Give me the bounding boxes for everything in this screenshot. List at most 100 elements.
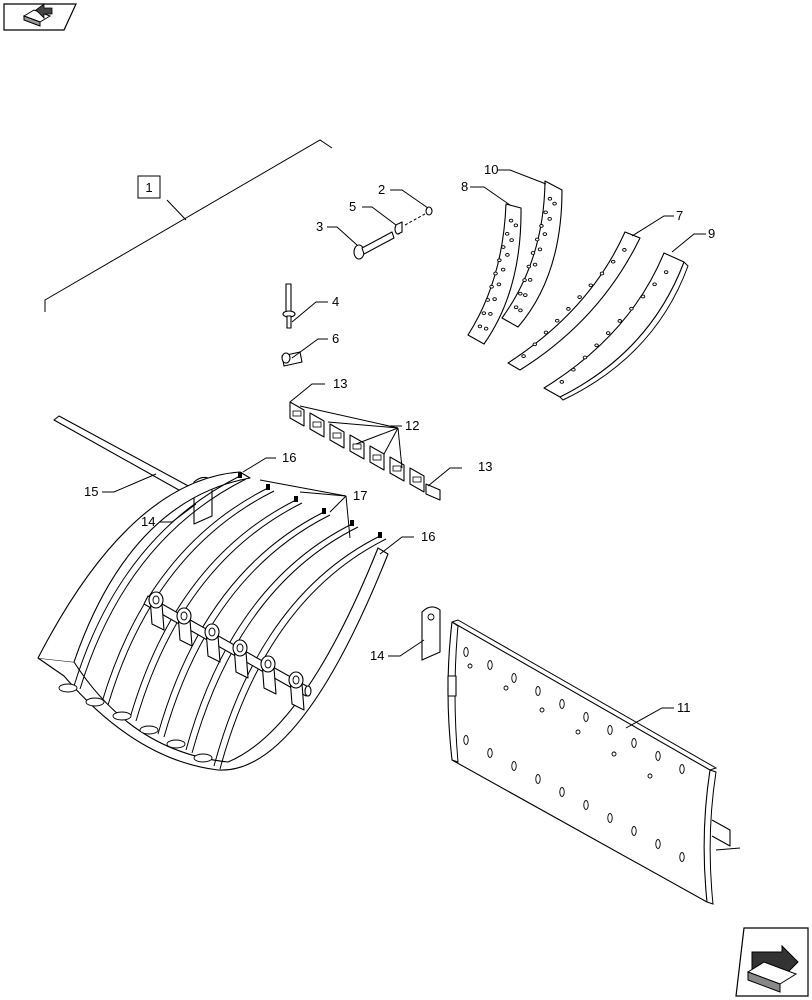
assembly-bracket bbox=[44, 139, 333, 312]
strip-hole bbox=[523, 293, 528, 297]
plate-hole bbox=[594, 343, 599, 348]
bolt-6 bbox=[281, 351, 303, 367]
plate-hole bbox=[566, 307, 571, 311]
concave-rib bbox=[101, 487, 269, 703]
rivet-4 bbox=[282, 283, 296, 329]
plate-hole bbox=[663, 270, 669, 274]
crank-bore bbox=[208, 627, 216, 637]
strip-hole bbox=[481, 311, 487, 316]
concave-rib-edge bbox=[107, 490, 275, 706]
callout-14-upper: 14 bbox=[141, 514, 155, 529]
strip-hole bbox=[530, 251, 536, 255]
strip-hole bbox=[509, 238, 514, 242]
plate-hole bbox=[532, 342, 538, 347]
grate-slot bbox=[166, 739, 186, 749]
strip-hole bbox=[508, 218, 514, 223]
panel-slot bbox=[631, 826, 637, 836]
panel-11 bbox=[447, 619, 741, 905]
plate-hole bbox=[588, 283, 594, 288]
rib-clip bbox=[322, 508, 326, 514]
panel-slot bbox=[511, 761, 517, 771]
panel-slot bbox=[535, 686, 541, 696]
shaft-end bbox=[304, 685, 312, 697]
callout-14-lower: 14 bbox=[370, 648, 384, 663]
panel-slot bbox=[679, 764, 685, 774]
plate-hole bbox=[605, 331, 611, 335]
strip-hole bbox=[489, 284, 494, 289]
callout-16-lower: 16 bbox=[421, 529, 435, 544]
flap-clip bbox=[292, 410, 302, 417]
callout-5: 5 bbox=[349, 199, 356, 214]
panel-slot bbox=[583, 712, 589, 722]
strip-hole bbox=[532, 262, 538, 267]
strip-10 bbox=[501, 180, 563, 328]
plate-hole bbox=[577, 295, 582, 299]
callout-12: 12 bbox=[405, 418, 419, 433]
strip-hole bbox=[547, 196, 553, 201]
crank-bore bbox=[264, 659, 272, 669]
plate-hole bbox=[622, 248, 627, 252]
callout-4: 4 bbox=[332, 294, 339, 309]
panel-slot bbox=[559, 787, 565, 797]
callout-13-lower: 13 bbox=[478, 459, 492, 474]
panel-slot bbox=[607, 813, 613, 823]
plate-hole bbox=[640, 294, 646, 299]
strip-hole bbox=[477, 324, 483, 329]
strip-hole bbox=[547, 217, 552, 221]
concave-rib bbox=[129, 499, 297, 719]
shaft-body bbox=[143, 595, 311, 697]
strip-hole bbox=[496, 282, 502, 287]
strip-hole bbox=[483, 326, 489, 331]
grate-slot bbox=[85, 697, 105, 707]
callout-8: 8 bbox=[461, 179, 468, 194]
rib-clip bbox=[238, 472, 242, 478]
strip-hole bbox=[537, 247, 543, 252]
panel-hole bbox=[647, 773, 653, 779]
flap-clip bbox=[312, 421, 322, 428]
crank-bore bbox=[292, 675, 300, 685]
crank-bore bbox=[180, 611, 188, 621]
strip-hole bbox=[492, 297, 497, 301]
concave-rib-edge bbox=[191, 526, 359, 754]
plate-9 bbox=[543, 252, 689, 401]
strip-hole bbox=[543, 210, 548, 215]
plate-hole bbox=[617, 319, 623, 323]
rib-clip bbox=[266, 484, 270, 490]
strip-hole bbox=[518, 308, 523, 313]
callout-1: 1 bbox=[137, 175, 161, 199]
panel-slot bbox=[463, 647, 469, 657]
strip-hole bbox=[534, 237, 540, 242]
concave-rib bbox=[73, 475, 241, 687]
next-page-tab[interactable] bbox=[735, 927, 809, 997]
panel-slot bbox=[583, 800, 589, 810]
panel-hole bbox=[611, 751, 617, 757]
flap-clip bbox=[372, 454, 382, 461]
plate-hole bbox=[629, 306, 634, 311]
plate-hole bbox=[652, 282, 657, 287]
strip-hole bbox=[500, 267, 506, 272]
panel-hole bbox=[503, 685, 509, 691]
panel-slot bbox=[511, 673, 517, 683]
concave-rib-edge bbox=[219, 538, 387, 770]
concave-rib-edge bbox=[163, 514, 331, 738]
concave-rib-edge bbox=[79, 478, 247, 690]
panel-slot bbox=[655, 839, 661, 849]
strip-hole bbox=[497, 258, 502, 263]
prev-page-tab[interactable] bbox=[3, 3, 77, 31]
panel-slot bbox=[631, 738, 637, 748]
plate-hole bbox=[599, 271, 605, 276]
strip-hole bbox=[493, 271, 498, 276]
concave-rib-edge bbox=[135, 502, 303, 722]
concave-grate bbox=[37, 471, 389, 771]
bracket-14-lower bbox=[421, 606, 441, 661]
strip-hole bbox=[539, 224, 544, 228]
callout-9: 9 bbox=[708, 226, 715, 241]
strip-hole bbox=[485, 298, 490, 302]
washer-5 bbox=[394, 221, 403, 235]
strip-hole bbox=[504, 231, 510, 236]
next-page-icon bbox=[746, 944, 799, 993]
bolt-3 bbox=[353, 231, 395, 260]
callout-16-upper: 16 bbox=[282, 450, 296, 465]
rod-15 bbox=[53, 415, 193, 496]
leader-lines bbox=[102, 169, 706, 729]
